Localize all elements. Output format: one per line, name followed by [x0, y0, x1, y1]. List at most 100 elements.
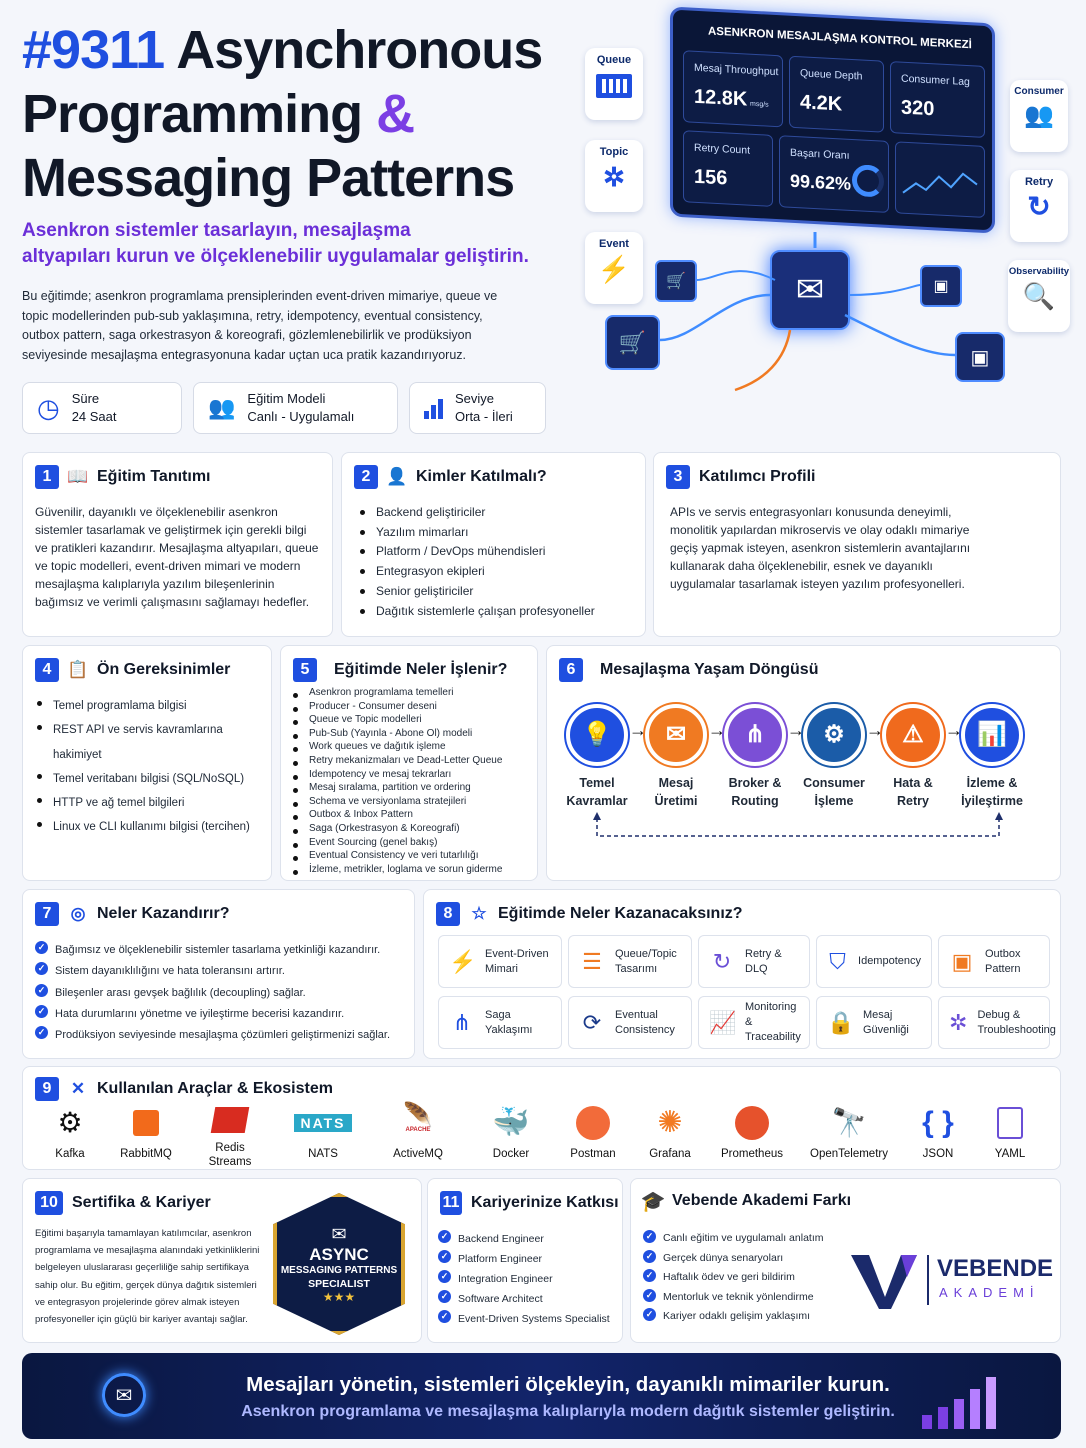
section-number: 11 — [440, 1191, 462, 1215]
gain-item: ✲Debug &Troubleshooting — [938, 996, 1056, 1049]
gain-icon: ▣ — [951, 949, 973, 974]
postman-icon — [553, 1103, 633, 1143]
list-item: Mentorluk ve teknik yönlendirme — [643, 1288, 853, 1308]
section-number: 10 — [35, 1191, 63, 1215]
section-number: 9 — [35, 1077, 59, 1101]
section-title: Kariyerinize Katkısı — [471, 1194, 619, 1211]
section-text: APIs ve servis entegrasyonları konusunda… — [670, 505, 971, 591]
list-item: Backend geliştiriciler — [358, 503, 638, 523]
section-text: Güvenilir, dayanıklı ve ölçeklenebilir a… — [35, 505, 319, 609]
list-item: Integration Engineer — [438, 1269, 622, 1289]
list-item: Sistem dayanıklılığını ve hata toleransı… — [35, 961, 410, 982]
topic-badge: Topic✲ — [585, 140, 643, 212]
tools-icon: ✕ — [70, 1079, 86, 1098]
list-item: Bileşenler arası gevşek bağlılık (decoup… — [35, 983, 410, 1004]
attendee-list: Backend geliştiriciler Yazılım mimarları… — [358, 503, 638, 621]
section-number: 7 — [35, 902, 59, 926]
observability-badge: Observability🔍 — [1008, 260, 1070, 332]
magnifier-icon: 🔍 — [1022, 281, 1056, 311]
list-item: Idempotency ve mesaj tekrarları — [291, 768, 536, 782]
consumer-badge: Consumer👥 — [1010, 80, 1068, 152]
page-title: #9311 Asynchronous Programming & Messagi… — [22, 20, 543, 208]
certificate-badge: ✉ ASYNC MESSAGING PATTERNS SPECIALIST ★★… — [273, 1193, 405, 1335]
gain-item: ↻Retry &DLQ — [698, 935, 810, 988]
list-item: HTTP ve ağ temel bilgileri — [35, 791, 270, 815]
list-item: Software Architect — [438, 1289, 622, 1309]
list-item: Schema ve versiyonlama stratejileri — [291, 795, 536, 809]
footer-headline: Mesajları yönetin, sistemleri ölçekleyin… — [246, 1373, 890, 1396]
gain-icon: ✲ — [949, 1010, 968, 1035]
list-item: Retry mekanizmaları ve Dead-Letter Queue — [291, 754, 536, 768]
list-item: Dağıtık sistemlerle çalışan profesyonell… — [358, 602, 638, 622]
list-item: Senior geliştiriciler — [358, 582, 638, 602]
envelope-circuit-icon: ✉ — [102, 1373, 146, 1417]
list-item: REST API ve servis kavramlarına hakimiye… — [35, 718, 270, 767]
opentelemetry-icon: 🔭 — [831, 1107, 867, 1138]
v-logo-icon — [851, 1255, 917, 1309]
cart-icon: 🛒 — [618, 329, 647, 355]
section-title: Kullanılan Araçlar & Ekosistem — [97, 1080, 333, 1097]
retry-badge: Retry↻ — [1010, 170, 1068, 242]
section-tools: 9✕Kullanılan Araçlar & Ekosistem ⚙Kafka … — [22, 1066, 1061, 1170]
gain-item: ⛉Idempotency — [816, 935, 932, 988]
list-item: Hata durumlarını yönetme ve iyileştirme … — [35, 1004, 410, 1025]
list-item: Producer - Consumer deseni — [291, 700, 536, 714]
section-number: 8 — [436, 902, 460, 926]
lifecycle-step: ⋔Broker &Routing — [715, 704, 795, 810]
target-icon: ◎ — [70, 904, 86, 923]
users-icon: 👥 — [1024, 102, 1054, 129]
lifecycle-step: ⚠Hata &Retry — [873, 704, 953, 810]
vebende-logo: VEBENDE AKADEMİ — [851, 1251, 1053, 1311]
list-item: Pub-Sub (Yayınla - Abone Ol) modeli — [291, 727, 536, 741]
list-item: Linux ve CLI kullanımı bilgisi (tercihen… — [35, 815, 270, 839]
clipboard-check-icon: 📋 — [67, 660, 89, 679]
prerequisite-list: Temel programlama bilgisi REST API ve se… — [35, 694, 270, 840]
list-item: Asenkron programlama temelleri — [291, 686, 536, 700]
network-icon: ✲ — [603, 162, 625, 192]
list-item: Entegrasyon ekipleri — [358, 562, 638, 582]
user-icon: 👤 — [386, 467, 408, 486]
stars-icon: ★★★ — [322, 1290, 356, 1304]
section-academy: 🎓Vebende Akademi Farkı Canlı eğitim ve u… — [630, 1178, 1061, 1343]
section-number: 3 — [666, 465, 690, 489]
gain-icon: 🔒 — [827, 1010, 855, 1035]
hero-illustration: ASENKRON MESAJLAŞMA KONTROL MERKEZİ Mesa… — [575, 6, 1075, 400]
section-title: Neler Kazandırır? — [97, 905, 230, 922]
list-item: Platform / DevOps mühendisleri — [358, 542, 638, 562]
dashboard-screen: ASENKRON MESAJLAŞMA KONTROL MERKEZİ Mesa… — [670, 6, 995, 234]
retry-icon: ↻ — [1027, 191, 1051, 222]
envelope-icon: ✉ — [331, 1224, 347, 1244]
list-item: Temel veritabanı bilgisi (SQL/NoSQL) — [35, 767, 270, 791]
redis-icon — [190, 1103, 270, 1137]
book-icon: 📖 — [67, 467, 89, 486]
box-node-bottom: ▣ — [955, 332, 1005, 382]
gain-icon: ☰ — [582, 949, 602, 974]
list-item: Event-Driven Systems Specialist — [438, 1309, 622, 1329]
section-number: 4 — [35, 658, 59, 682]
arrow-right-icon: → — [866, 720, 884, 740]
academy-list: Canlı eğitim ve uygulamalı anlatım Gerçe… — [643, 1229, 853, 1327]
cart-node-left: 🛒 — [605, 315, 660, 370]
step-icon: 💡 — [566, 704, 628, 766]
queue-badge: Queue — [585, 48, 643, 120]
lightning-icon: ⚡ — [597, 254, 631, 284]
section-title: Eğitim Tanıtımı — [97, 468, 211, 485]
gain-icon: ⛉ — [829, 949, 846, 974]
activemq-icon: 🪶APACHE — [403, 1102, 433, 1134]
list-item: Saga (Orkestrasyon & Koreografi) — [291, 822, 536, 836]
cart-icon: 🛒 — [666, 273, 686, 290]
loop-arrow — [593, 812, 1003, 837]
step-icon: ✉ — [645, 704, 707, 766]
bar-chart-icon — [424, 397, 443, 419]
grafana-icon: ✺ — [657, 1106, 683, 1139]
